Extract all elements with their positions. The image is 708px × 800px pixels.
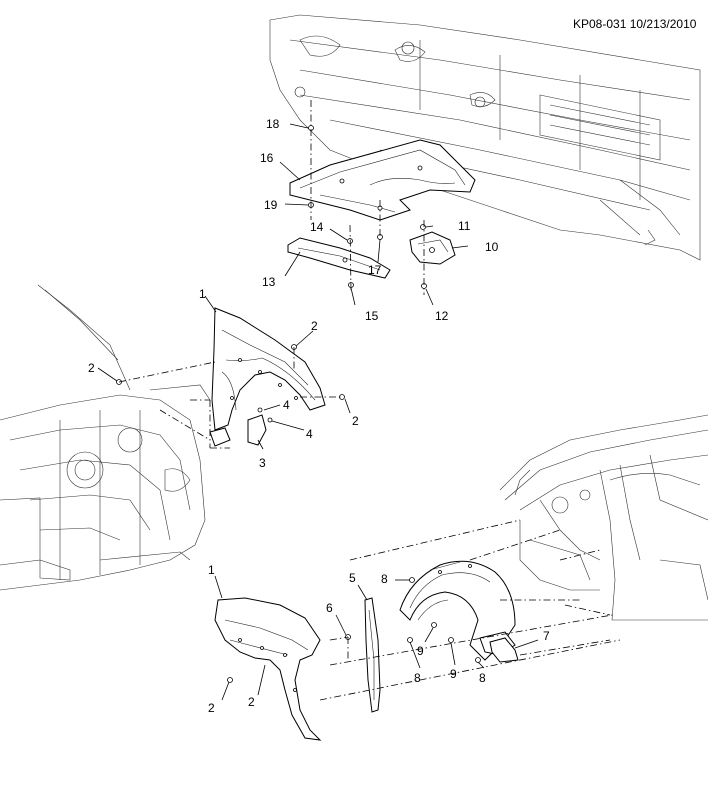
callout-17: 17 (368, 263, 382, 277)
leader-lines-upper (279, 123, 469, 306)
callout-2-upper-left: 2 (88, 361, 95, 375)
callout-5: 5 (349, 571, 356, 585)
bracket-part-13 (287, 237, 391, 279)
callout-4-b: 4 (306, 427, 313, 441)
callout-6: 6 (326, 601, 333, 615)
vehicle-front-right-sketch (499, 414, 708, 621)
leader-lines-fender-upper (97, 295, 351, 450)
vehicle-underbody-sketch (269, 14, 701, 261)
callout-4-a: 4 (283, 398, 290, 412)
fender-part-1-lower (214, 597, 322, 741)
callout-19: 19 (264, 198, 278, 212)
center-lines-lower (319, 519, 621, 701)
bracket-part-3 (209, 414, 267, 447)
center-lines-upper (310, 100, 425, 295)
callout-labels: 1 2 2 2 3 4 4 10 11 12 13 14 15 16 17 18… (88, 117, 550, 715)
callout-16: 16 (260, 151, 274, 165)
callout-2-lower-b: 2 (248, 695, 255, 709)
callout-2-lower-a: 2 (208, 701, 215, 715)
seal-strip-part-5 (364, 597, 381, 713)
callout-14: 14 (310, 220, 324, 234)
leader-lines-lower (214, 575, 539, 701)
callout-11: 11 (458, 219, 471, 233)
callout-8-b: 8 (414, 671, 421, 685)
vehicle-front-left-sketch (0, 284, 211, 591)
center-lines-fender-upper (118, 347, 342, 449)
callout-12: 12 (435, 309, 449, 323)
callout-2-upper-right: 2 (311, 319, 318, 333)
fender-part-1-upper (211, 307, 326, 431)
callout-18: 18 (266, 117, 280, 131)
callout-9-a: 9 (417, 644, 424, 658)
callout-8-a: 8 (381, 572, 388, 586)
underbody-shield-part-16 (289, 139, 476, 221)
callout-1-lower: 1 (208, 563, 215, 577)
bracket-part-10 (409, 231, 456, 265)
callout-13: 13 (262, 275, 276, 289)
fasteners-upper (308, 125, 427, 289)
callout-9-b: 9 (450, 667, 457, 681)
callout-8-c: 8 (479, 671, 486, 685)
callout-7: 7 (543, 629, 550, 643)
bracket-part-7 (489, 637, 519, 663)
callout-1-upper: 1 (199, 287, 206, 301)
callout-2-upper-mid: 2 (352, 414, 359, 428)
callout-3: 3 (259, 456, 266, 470)
callout-15: 15 (365, 309, 379, 323)
callout-10: 10 (485, 240, 499, 254)
drawing-reference-number: KP08-031 10/213/2010 (573, 17, 697, 31)
